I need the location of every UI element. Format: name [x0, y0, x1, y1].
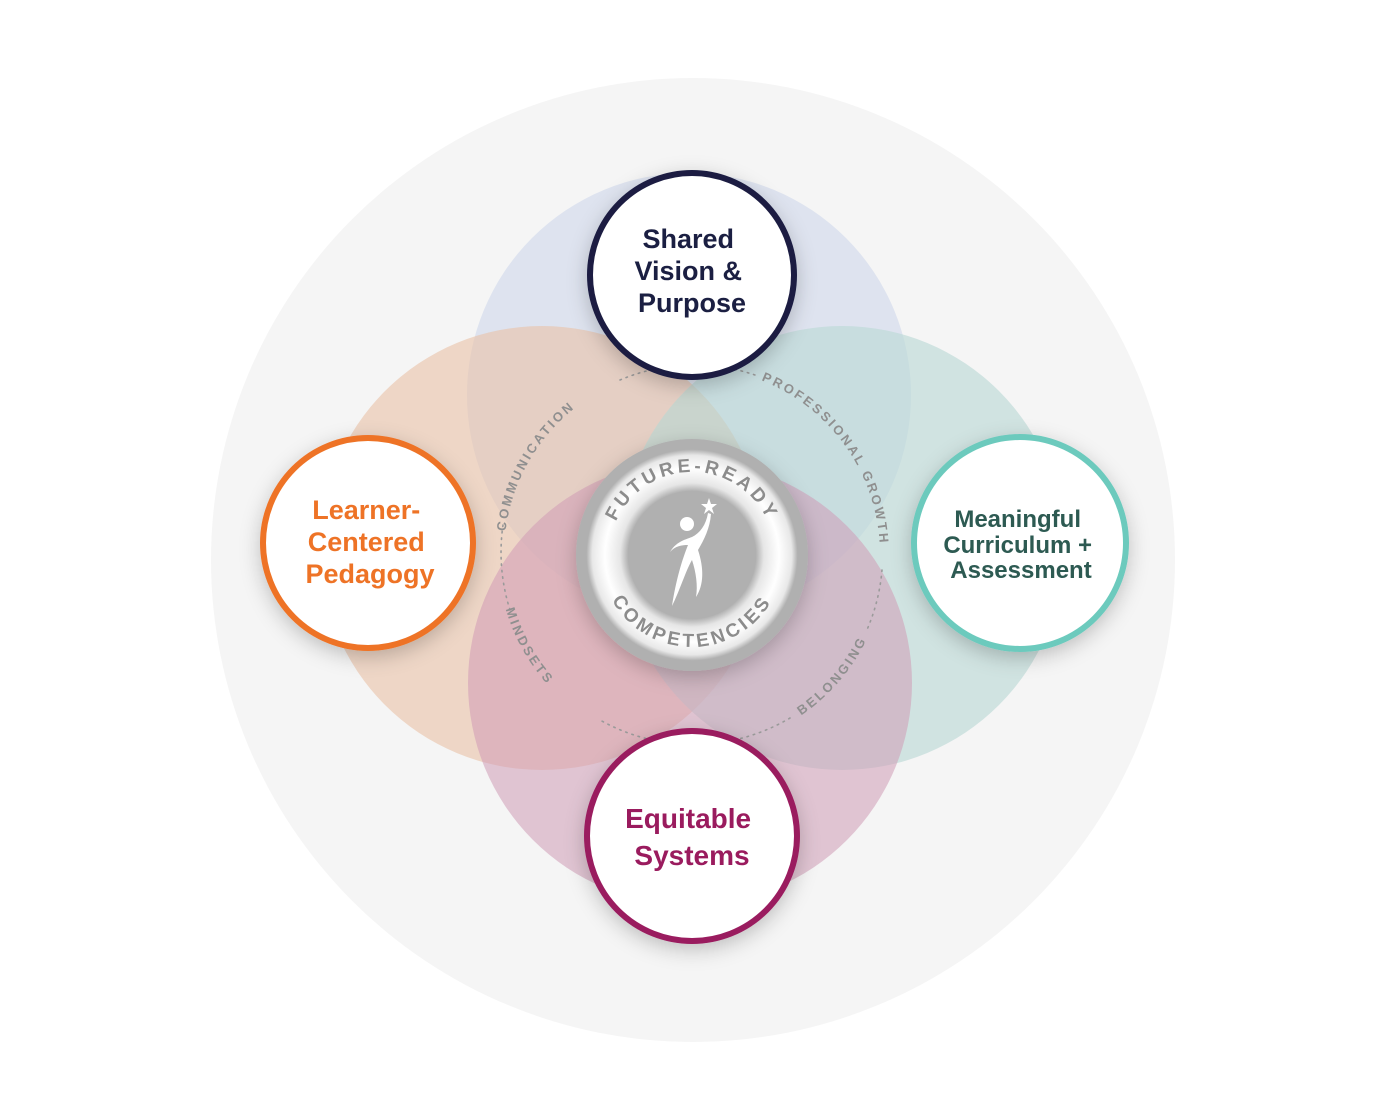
node-equitable-systems[interactable]: Equitable Systems: [584, 728, 800, 944]
node-equitable-systems-label: Equitable Systems: [625, 803, 759, 871]
node-shared-vision[interactable]: Shared Vision & Purpose: [587, 170, 797, 380]
node-meaningful-curriculum-label: Meaningful Curriculum + Assessment: [943, 506, 1098, 584]
node-learner-centered[interactable]: Learner- Centered Pedagogy: [260, 435, 476, 651]
reaching-person-star-icon: [670, 498, 717, 606]
node-shared-vision-label: Shared Vision & Purpose: [634, 224, 749, 318]
node-learner-centered-label: Learner- Centered Pedagogy: [305, 495, 434, 589]
node-meaningful-curriculum[interactable]: Meaningful Curriculum + Assessment: [911, 434, 1129, 652]
center-badge: FUTURE-READY COMPETENCIES: [576, 439, 808, 671]
